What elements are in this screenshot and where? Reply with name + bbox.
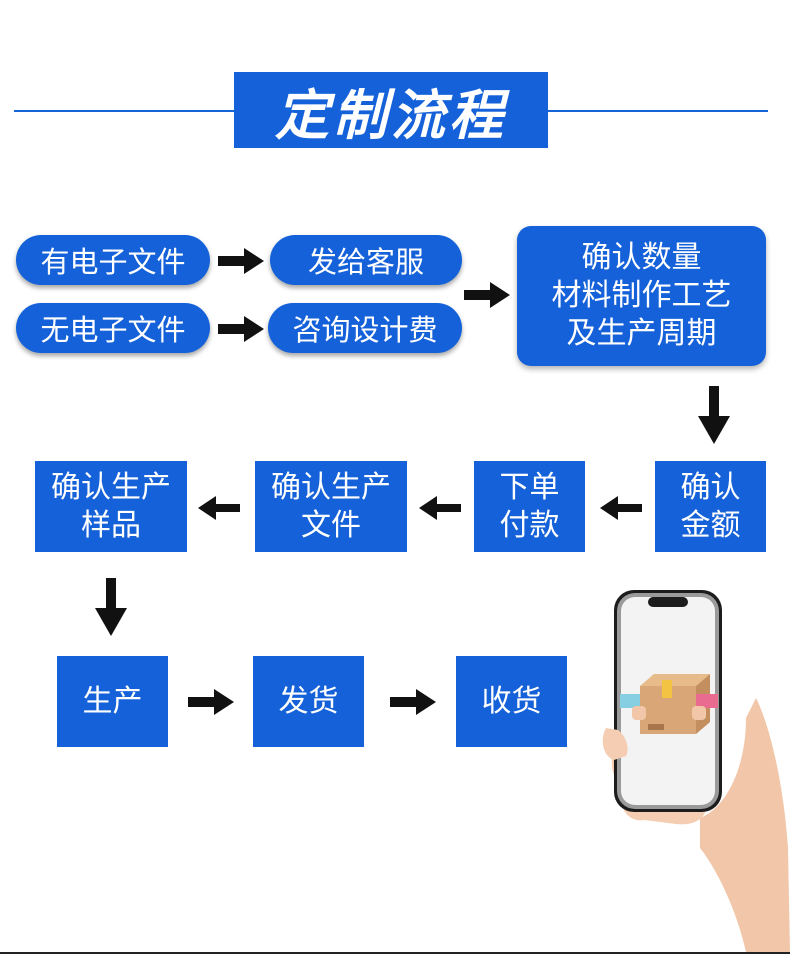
arrow-down-icon	[95, 578, 127, 636]
step-place-order-label: 下单 付款	[499, 469, 560, 543]
step-confirm-amount-label: 确认 金额	[680, 469, 741, 543]
arrow-left-icon	[419, 496, 461, 520]
step-confirm-file: 确认生产 文件	[255, 461, 407, 552]
step-receive: 收货	[456, 656, 567, 747]
phone-in-hand-illustration	[602, 590, 790, 952]
step-has-file: 有电子文件	[16, 235, 210, 285]
step-confirm-details: 确认数量 材料制作工艺 及生产周期	[517, 226, 766, 366]
package-icon	[620, 674, 718, 734]
step-production-label: 生产	[82, 683, 143, 719]
step-confirm-amount: 确认 金额	[655, 461, 766, 552]
arrow-right-icon	[464, 282, 510, 308]
bottom-divider	[0, 952, 790, 954]
step-place-order: 下单 付款	[474, 461, 585, 552]
step-receive-label: 收货	[481, 683, 542, 719]
arrow-left-icon	[600, 496, 642, 520]
step-confirm-file-label: 确认生产 文件	[271, 469, 391, 543]
arrow-right-icon	[218, 248, 264, 274]
step-no-file: 无电子文件	[16, 303, 210, 353]
step-ship: 发货	[253, 656, 364, 747]
page-title: 定制流程	[234, 72, 548, 148]
step-confirm-sample: 确认生产 样品	[35, 461, 187, 552]
arrow-right-icon	[390, 689, 436, 715]
title-line-right	[548, 110, 768, 112]
step-send-to-service: 发给客服	[270, 235, 462, 285]
step-production: 生产	[57, 656, 168, 747]
step-confirm-details-label: 确认数量 材料制作工艺 及生产周期	[551, 240, 732, 351]
arrow-left-icon	[198, 496, 240, 520]
step-confirm-sample-label: 确认生产 样品	[51, 469, 171, 543]
step-ship-label: 发货	[278, 683, 339, 719]
arrow-right-icon	[188, 689, 234, 715]
title-line-left	[14, 110, 234, 112]
arrow-right-icon	[218, 316, 264, 342]
step-design-fee: 咨询设计费	[268, 303, 462, 353]
arrow-down-icon	[698, 386, 730, 444]
